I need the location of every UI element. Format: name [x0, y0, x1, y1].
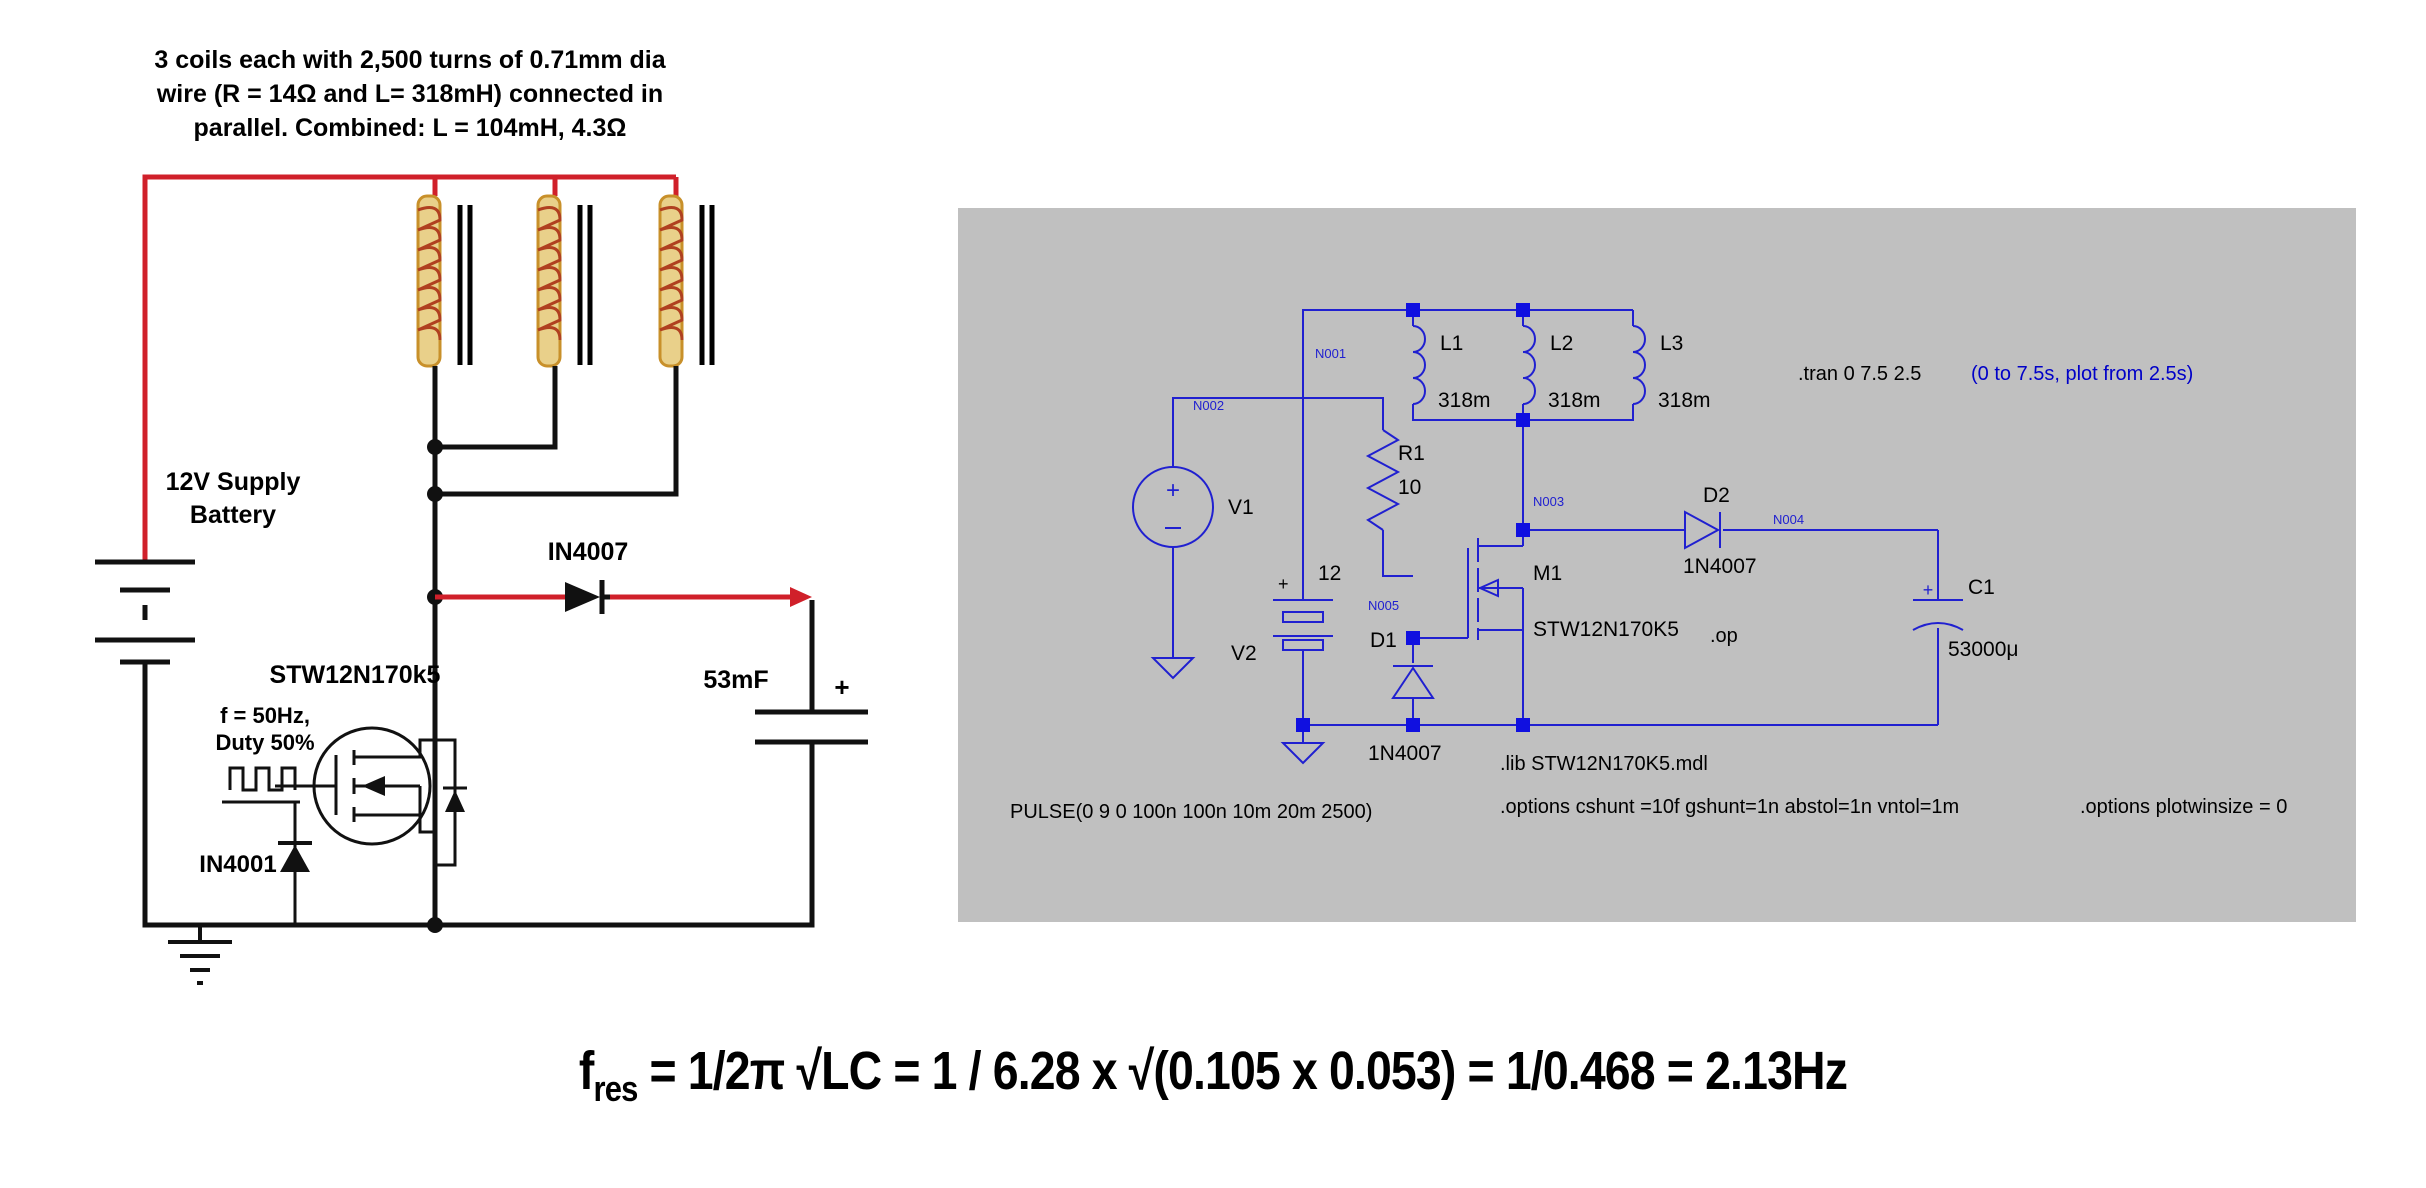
diode-in4001-icon: [280, 845, 310, 872]
body-diode-triangle: [445, 790, 465, 812]
lib-directive: .lib STW12N170K5.mdl: [1500, 753, 1708, 775]
coil-caption-line-2: wire (R = 14Ω and L= 318mH) connected in: [156, 80, 663, 108]
c1-value: 53000μ: [1948, 638, 2019, 661]
node-n001: N001: [1315, 346, 1346, 361]
ground-icon: [168, 925, 232, 985]
m1-model: STW12N170K5: [1533, 618, 1679, 641]
junction-dot: [427, 486, 443, 502]
capacitor-label: 53mF: [703, 666, 768, 694]
formula-subscript: res: [593, 1067, 639, 1109]
inductor-l2-icon: [1522, 325, 1536, 405]
coil-caption-line-3: parallel. Combined: L = 104mH, 4.3Ω: [194, 114, 627, 142]
inductor-l3-icon: [1632, 325, 1646, 405]
mosfet-m1-arrow: [1477, 578, 1499, 598]
diode-bottom-label: IN4001: [199, 851, 276, 878]
battery-v2-icon: [1273, 599, 1333, 651]
black-wiring: [142, 366, 815, 928]
l3-label: L3: [1660, 332, 1683, 355]
node-n004: N004: [1773, 512, 1804, 527]
capacitor-c1-curve: [1912, 622, 1964, 631]
r1-value: 10: [1398, 476, 1421, 499]
square-wave-icon: [228, 766, 297, 792]
l3-value: 318m: [1658, 389, 1711, 412]
ltspice-schematic-panel: + +: [958, 208, 2356, 922]
capacitor-plus: +: [834, 672, 849, 702]
freq-label-2: Duty 50%: [215, 730, 314, 755]
diode-d2-icon: [1684, 510, 1721, 550]
v2-label: V2: [1231, 642, 1257, 665]
v2-value: 12: [1318, 562, 1341, 585]
mosfet-label: STW12N170k5: [270, 661, 441, 689]
capacitor-icon: [755, 709, 868, 745]
diode-top-label: IN4007: [548, 538, 629, 566]
left-circuit-diagram: 3 coils each with 2,500 turns of 0.71mm …: [95, 46, 868, 985]
red-supply-wire: [142, 174, 679, 560]
m1-label: M1: [1533, 562, 1562, 585]
v2-plus: +: [1278, 574, 1289, 594]
junction-dot: [427, 917, 443, 933]
l2-value: 318m: [1548, 389, 1601, 412]
v1-plus: +: [1166, 477, 1180, 504]
options-directive: .options cshunt =10f gshunt=1n abstol=1n…: [1500, 796, 1959, 818]
l1-value: 318m: [1438, 389, 1491, 412]
battery-icon: [95, 559, 195, 665]
c1-label: C1: [1968, 576, 1995, 599]
node-n002: N002: [1193, 398, 1224, 413]
v1-label: V1: [1228, 496, 1254, 519]
junction-dot: [427, 439, 443, 455]
coil-l2-icon: [536, 194, 593, 368]
d1-model: 1N4007: [1368, 742, 1442, 765]
mosfet-arrow: [362, 776, 385, 796]
tran-comment: (0 to 7.5s, plot from 2.5s): [1971, 363, 2193, 385]
ground-icon: [1280, 742, 1326, 765]
diode-in4007-icon: [565, 580, 610, 614]
coil-l1-icon: [416, 194, 473, 368]
tran-directive: .tran 0 7.5 2.5: [1798, 363, 1921, 385]
coil-caption-line-1: 3 coils each with 2,500 turns of 0.71mm …: [154, 46, 666, 74]
freq-label-1: f = 50Hz,: [220, 703, 310, 728]
d2-label: D2: [1703, 484, 1730, 507]
node-n003: N003: [1533, 494, 1564, 509]
supply-label-2: Battery: [190, 501, 276, 529]
c1-plus: +: [1923, 580, 1934, 600]
formula-body: = 1/2π √LC = 1 / 6.28 x √(0.105 x 0.053)…: [637, 1041, 1848, 1101]
ground-icon: [1150, 657, 1196, 680]
supply-label-1: 12V Supply: [166, 468, 301, 496]
voltage-source-v1-icon: [1132, 466, 1214, 548]
inductor-l1-icon: [1412, 325, 1426, 405]
l2-label: L2: [1550, 332, 1573, 355]
l1-label: L1: [1440, 332, 1463, 355]
d1-label: D1: [1370, 629, 1397, 652]
node-n005: N005: [1368, 598, 1399, 613]
red-charge-wire: [435, 587, 812, 607]
formula-f: f: [578, 1041, 594, 1101]
plotwinsize-directive: .options plotwinsize = 0: [2080, 796, 2287, 818]
diode-d1-icon: [1391, 666, 1435, 699]
ltspice-schematic: + +: [1010, 303, 2287, 823]
node-markers: [1296, 303, 1530, 732]
resonance-formula: fres = 1/2π √LC = 1 / 6.28 x √(0.105 x 0…: [170, 1040, 2256, 1110]
resistor-r1-icon: [1365, 429, 1401, 531]
d2-model: 1N4007: [1683, 555, 1757, 578]
r1-label: R1: [1398, 442, 1425, 465]
op-directive: .op: [1710, 625, 1738, 647]
pulse-spec: PULSE(0 9 0 100n 100n 10m 20m 2500): [1010, 801, 1372, 823]
coil-l3-icon: [658, 194, 715, 368]
